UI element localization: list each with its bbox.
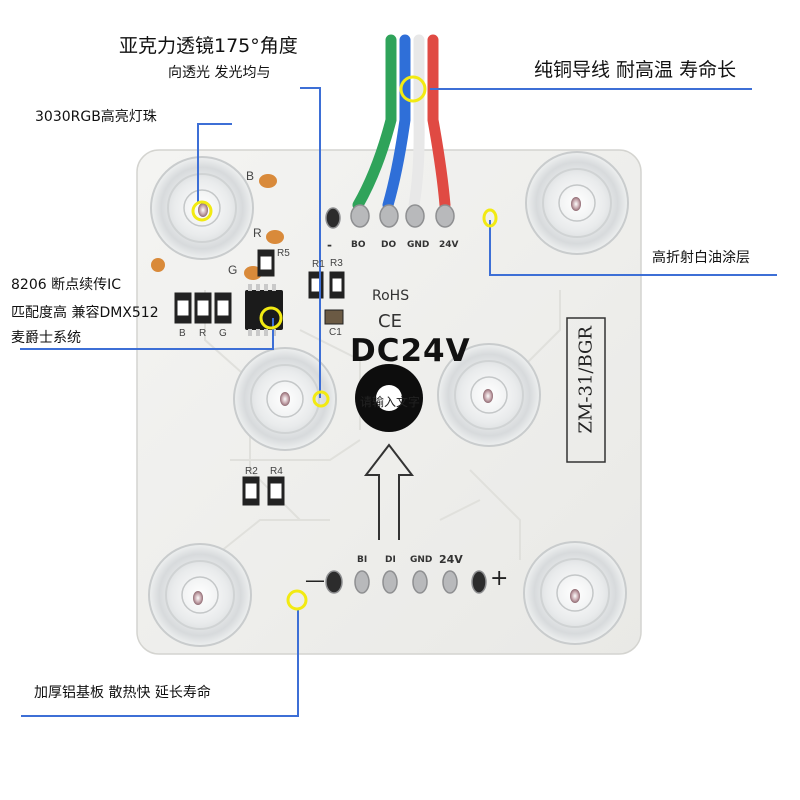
label-brg-r: R: [199, 328, 207, 339]
lens-center-right: [437, 343, 541, 447]
ce-mark: CE: [378, 311, 402, 332]
led-annotation: 3030RGB高亮灯珠: [35, 109, 157, 125]
mounting-hole: [355, 364, 423, 432]
label-r3: R3: [330, 258, 343, 269]
top-pad-bo: BO: [351, 240, 366, 250]
ic-annotation-line1: 8206 断点续传IC: [11, 277, 121, 293]
voltage-label: DC24V: [350, 333, 471, 369]
label-r-pad: R: [253, 226, 262, 240]
lens-group: [148, 151, 629, 647]
label-brg-g: G: [219, 328, 227, 339]
bottom-pad-bi: BI: [357, 555, 368, 565]
hole-overlay-text: 请输入文字: [360, 395, 421, 409]
top-minus: -: [327, 238, 332, 252]
lens-bottom-right: [523, 541, 627, 645]
top-pad-24v: 24V: [439, 240, 459, 250]
wire-annotation: 纯铜导线 耐高温 寿命长: [534, 59, 737, 81]
lens-sub-annotation: 向透光 发光均与: [168, 65, 271, 81]
lead-wires: [352, 34, 451, 211]
lens-annotation: 亚克力透镜175°角度: [119, 35, 298, 57]
label-brg-b: B: [179, 328, 186, 339]
highlight-markers: [191, 75, 498, 611]
direction-arrow: [363, 443, 415, 540]
top-pad-gnd: GND: [407, 240, 430, 250]
bottom-plus: +: [490, 566, 509, 591]
smd-components: [174, 249, 345, 506]
label-c1: C1: [329, 327, 342, 338]
solder-joints-top: [325, 204, 455, 229]
lens-center-left: [233, 347, 337, 451]
rohs-mark: RoHS: [372, 288, 410, 304]
solder-pads-bottom: [325, 570, 487, 594]
lens-top-left: [150, 156, 254, 260]
board-annotation: 加厚铝基板 散热快 延长寿命: [34, 685, 211, 701]
coating-annotation: 高折射白油涂层: [652, 250, 750, 266]
model-box: [566, 317, 606, 463]
bottom-pad-di: DI: [385, 555, 396, 565]
model-number: ZM-31/BGR: [575, 326, 597, 434]
label-r4: R4: [270, 466, 283, 477]
label-r1: R1: [312, 259, 325, 270]
label-b-pad: B: [246, 169, 255, 183]
top-pad-do: DO: [381, 240, 397, 250]
lens-bottom-left: [148, 543, 252, 647]
bottom-minus: —: [305, 568, 325, 592]
ic-annotation-line3: 麦爵士系统: [11, 330, 81, 346]
bottom-pad-gnd: GND: [410, 555, 433, 565]
lens-top-right: [525, 151, 629, 255]
ic-annotation-line2: 匹配度高 兼容DMX512: [11, 305, 159, 321]
bottom-pad-24v: 24V: [439, 553, 463, 566]
label-r5: R5: [277, 248, 290, 259]
label-r2: R2: [245, 466, 258, 477]
label-g-pad: G: [228, 263, 238, 277]
